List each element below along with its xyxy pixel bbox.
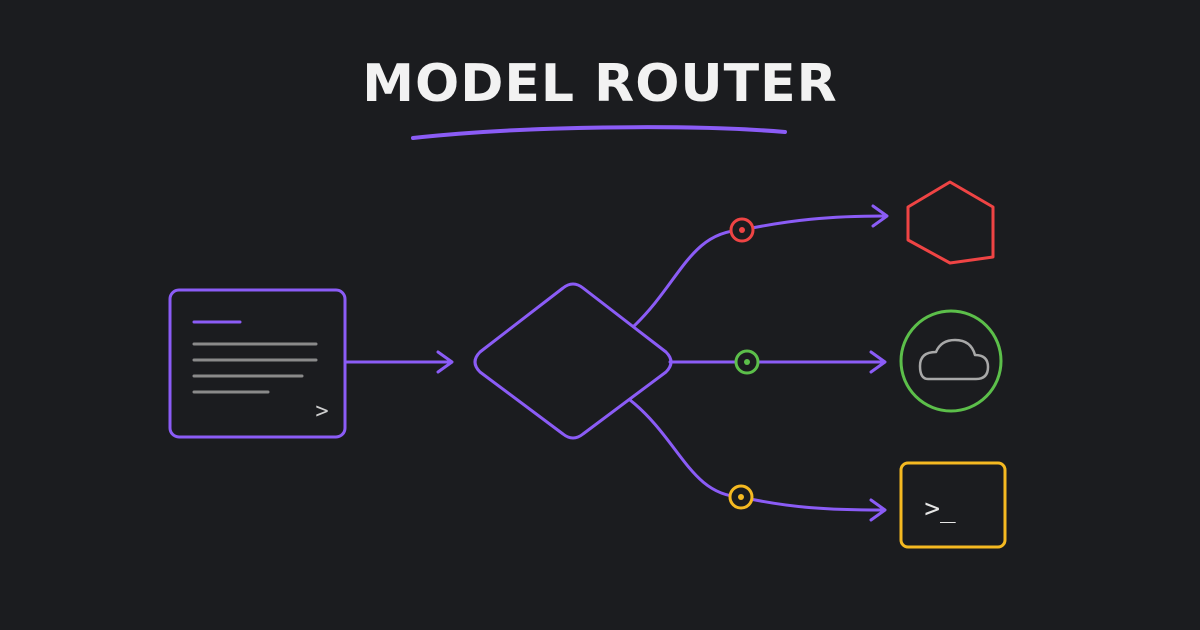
hexagon-icon xyxy=(906,180,995,265)
terminal-target: >_ xyxy=(899,461,1007,549)
router-diamond xyxy=(473,282,673,440)
input-to-router-arrow xyxy=(344,350,454,374)
route-red xyxy=(632,204,889,328)
title-underline xyxy=(411,125,787,140)
route-green xyxy=(668,349,887,375)
cloud-target xyxy=(899,309,1003,413)
input-card: > xyxy=(168,288,347,439)
page-title: MODEL ROUTER xyxy=(362,54,838,114)
cloud-icon xyxy=(918,338,990,381)
route-yellow xyxy=(628,398,887,522)
terminal-icon: >_ xyxy=(924,494,956,524)
input-prompt-glyph: > xyxy=(315,399,328,424)
